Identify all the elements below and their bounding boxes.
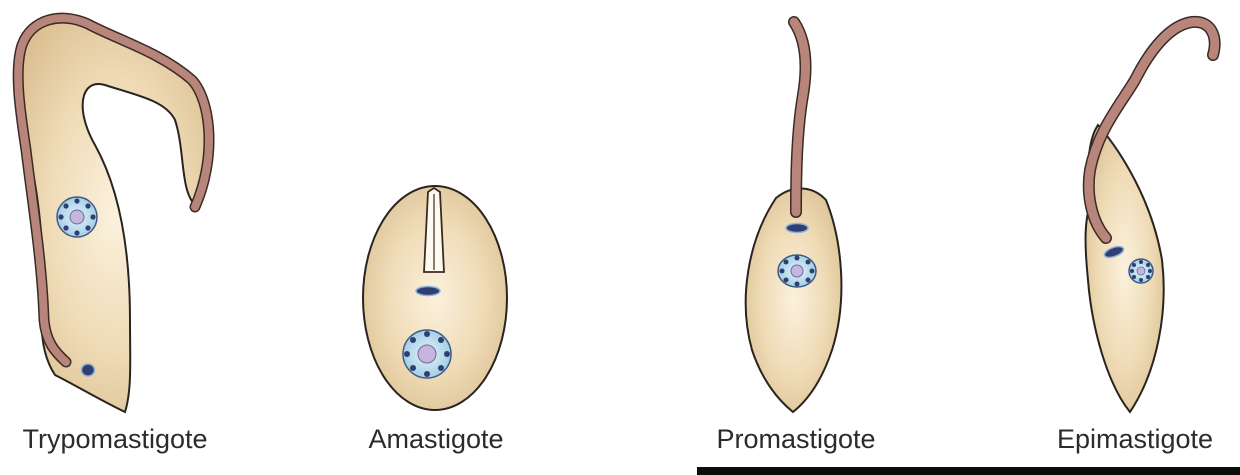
amastigote-label: Amastigote [368,424,504,454]
promastigote-nucleus [777,254,817,288]
trypomastigote-flagellum-core [14,14,213,366]
amastigote-nucleus [402,329,452,379]
promastigote-cell [744,16,843,414]
trypomastigote-nucleus [56,196,98,238]
epimastigote-label: Epimastigote [1056,424,1214,454]
promastigote-label: Promastigote [716,424,876,454]
bottom-rule [697,467,1240,475]
trypomastigote-kinetoplast [80,363,96,377]
amastigote-cell [362,185,508,411]
amastigote-body [362,185,508,411]
amastigote-kinetoplast [415,285,441,297]
trypomastigote-cell [12,12,215,414]
promastigote-kinetoplast [785,222,809,234]
epimastigote-nucleus [1128,258,1154,284]
promastigote-body [744,187,843,414]
promastigote-flagellum-core [789,17,811,217]
epimastigote-flagellum-core [1084,17,1220,243]
epimastigote-kinetoplast [1103,245,1125,259]
epimastigote-cell [1082,15,1221,414]
trypomastigote-label: Trypomastigote [22,424,208,454]
